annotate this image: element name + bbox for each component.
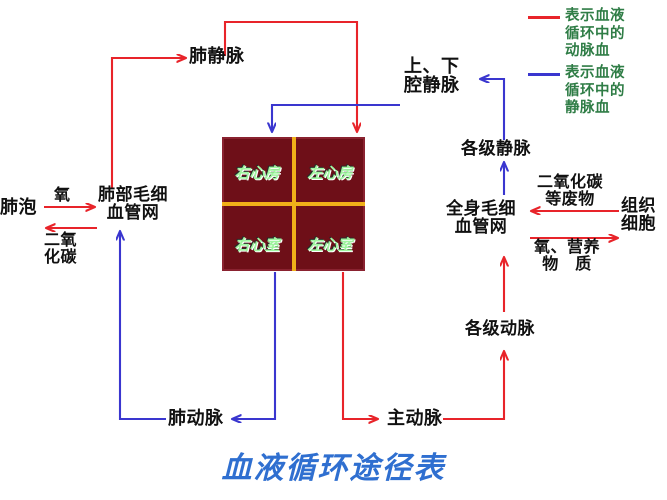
node-tissue-cells[interactable]: 组织 细胞: [621, 196, 656, 235]
path-pulmonary-vein-to-left-atrium: [223, 20, 357, 131]
chamber-right-atrium[interactable]: 右心房: [234, 164, 280, 182]
node-aorta[interactable]: 主动脉: [387, 408, 443, 429]
heart-horizontal-divider: [222, 202, 365, 206]
node-body-capillaries[interactable]: 全身毛细 血管网: [446, 199, 516, 238]
chamber-left-ventricle[interactable]: 左心室: [307, 236, 353, 254]
node-vena-cava[interactable]: 上、下 腔静脉: [404, 56, 460, 97]
chamber-left-atrium[interactable]: 左心房: [307, 164, 353, 182]
heart-block: 右心房 左心房 右心室 左心室: [222, 137, 365, 271]
path-left-ventricle-to-aorta: [341, 272, 377, 419]
legend-label-vein: 表示血液 循环中的 静脉血: [565, 65, 625, 117]
node-carbon-dioxide-label: 二氧 化碳: [44, 230, 78, 267]
node-nutrients-label: 氧、营养 物 质: [534, 237, 601, 274]
path-aorta-to-arteries: [443, 352, 504, 421]
path-veins-to-vena-cava: [481, 79, 506, 140]
legend-label-artery: 表示血液 循环中的 动脉血: [565, 8, 625, 60]
path-right-ventricle-to-pulmonary-artery: [233, 272, 277, 419]
node-arteries-all-levels[interactable]: 各级动脉: [465, 319, 535, 339]
node-lung-capillaries[interactable]: 肺部毛细 血管网: [98, 185, 168, 224]
legend-swatch-artery-icon: [528, 16, 560, 19]
chamber-right-ventricle[interactable]: 右心室: [234, 236, 280, 254]
node-pulmonary-artery[interactable]: 肺动脉: [168, 408, 224, 429]
legend-swatch-vein-icon: [528, 73, 560, 77]
path-lungcap-to-pulmonary-vein: [110, 58, 185, 188]
path-vena-cava-to-right-atrium: [272, 103, 400, 131]
legend-item-vein: 表示血液 循环中的 静脉血: [528, 65, 625, 118]
node-oxygen-label: 氧: [54, 185, 71, 204]
legend-item-artery: 表示血液 循环中的 动脉血: [528, 8, 625, 61]
diagram-title: 血液循环途径表: [221, 451, 446, 486]
node-waste-label: 二氧化碳 等废物: [537, 172, 604, 209]
path-pulmonary-artery-to-lungcap: [120, 232, 166, 421]
node-alveoli[interactable]: 肺泡: [0, 197, 37, 218]
node-veins-all-levels[interactable]: 各级静脉: [461, 139, 531, 159]
legend: 表示血液 循环中的 动脉血 表示血液 循环中的 静脉血: [528, 8, 625, 122]
node-pulmonary-vein[interactable]: 肺静脉: [189, 46, 245, 67]
